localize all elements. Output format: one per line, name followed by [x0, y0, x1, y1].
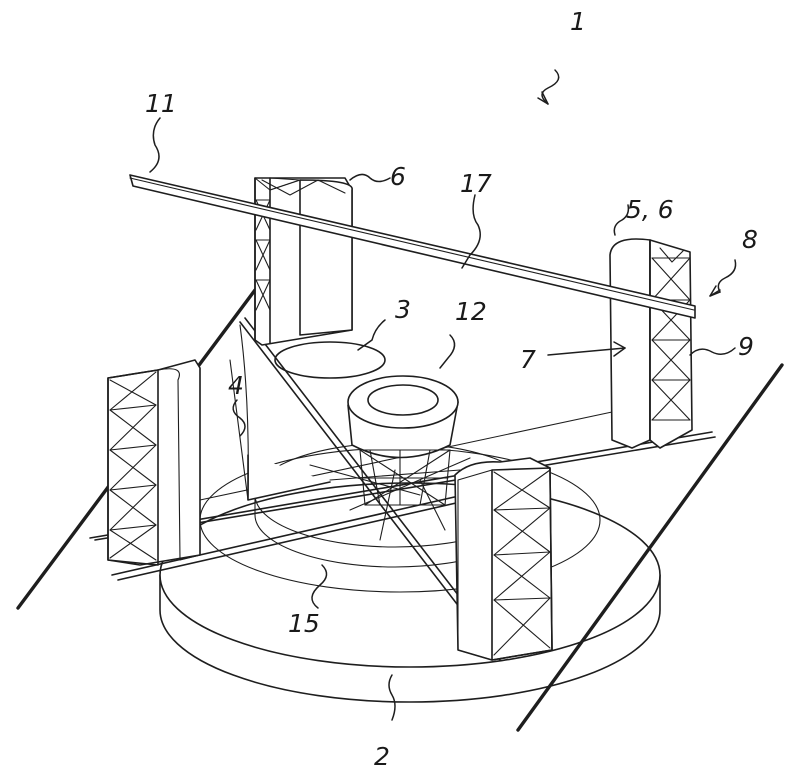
tower-front-left — [107, 359, 201, 566]
label-8: 8 — [742, 225, 758, 254]
screen-panel-4 — [229, 324, 331, 501]
label-6: 6 — [390, 162, 406, 191]
tower-back-left — [254, 177, 353, 346]
label-11: 11 — [145, 89, 177, 118]
overhead-bar — [129, 174, 696, 319]
label-1: 1 — [570, 7, 586, 36]
label-17: 17 — [460, 169, 492, 198]
tower-front-right — [454, 457, 553, 661]
label-7: 7 — [520, 345, 536, 374]
center-hub — [309, 449, 471, 541]
tower-back-right — [609, 238, 693, 449]
label-12: 12 — [455, 297, 487, 326]
leader-lines — [149, 69, 737, 721]
reference-numerals: 1 2 3 4 5, 6 6 7 8 9 11 12 15 17 — [145, 7, 758, 771]
label-4: 4 — [228, 371, 244, 400]
label-5-6: 5, 6 — [626, 195, 674, 224]
label-3: 3 — [395, 295, 411, 324]
label-15: 15 — [288, 609, 320, 638]
central-drum — [347, 375, 459, 459]
label-9: 9 — [738, 332, 754, 361]
label-2: 2 — [374, 742, 390, 771]
